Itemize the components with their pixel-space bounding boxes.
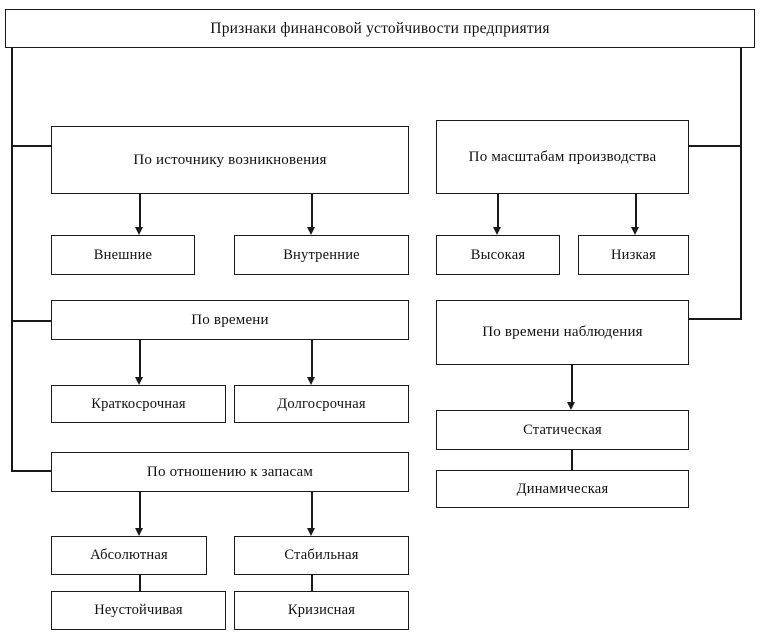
leaf-box-absolute: Абсолютная [51, 536, 207, 575]
connector-static-to-dynamic [571, 450, 573, 470]
root-title-label: Признаки финансовой устойчивости предпри… [210, 19, 550, 37]
leaf-label-unstable: Неустойчивая [94, 602, 183, 619]
right-spine-vertical [740, 48, 742, 319]
leaf-label-dynamic: Динамическая [516, 480, 609, 497]
category-label-time: По времени [191, 311, 269, 328]
left-spine-vertical [11, 48, 13, 471]
leaf-box-high: Высокая [436, 235, 560, 275]
category-box-source: По источнику возникновения [51, 126, 409, 194]
leaf-box-internal: Внутренние [234, 235, 409, 275]
leaf-label-external: Внешние [93, 246, 153, 263]
leaf-label-long-term: Долгосрочная [277, 395, 366, 412]
leaf-box-short-term: Краткосрочная [51, 385, 226, 423]
category-label-scale: По масштабам производства [468, 148, 657, 165]
leaf-box-long-term: Долгосрочная [234, 385, 409, 423]
leaf-label-low: Низкая [610, 246, 657, 263]
root-title-box: Признаки финансовой устойчивости предпри… [5, 9, 755, 48]
category-label-source: По источнику возникновения [133, 151, 327, 168]
leaf-box-crisis: Кризисная [234, 591, 409, 630]
leaf-box-stable: Стабильная [234, 536, 409, 575]
left-connector-stock [11, 470, 52, 472]
category-box-observation-time: По времени наблюдения [436, 300, 689, 365]
category-box-stock-relation: По отношению к запасам [51, 452, 409, 492]
left-connector-time [11, 320, 52, 322]
leaf-label-internal: Внутренние [283, 246, 360, 263]
leaf-box-dynamic: Динамическая [436, 470, 689, 508]
leaf-box-unstable: Неустойчивая [51, 591, 226, 630]
connector-stable-to-crisis [311, 575, 313, 591]
right-connector-scale [688, 145, 742, 147]
left-connector-source [11, 145, 52, 147]
category-box-time: По времени [51, 300, 409, 340]
connector-absolute-to-unstable [139, 575, 141, 591]
right-connector-observation [688, 318, 742, 320]
leaf-box-external: Внешние [51, 235, 195, 275]
category-label-stock-relation: По отношению к запасам [146, 463, 314, 480]
leaf-box-low: Низкая [578, 235, 689, 275]
leaf-label-high: Высокая [470, 246, 526, 263]
leaf-box-static: Статическая [436, 410, 689, 450]
leaf-label-absolute: Абсолютная [90, 547, 168, 564]
leaf-label-stable: Стабильная [284, 547, 359, 564]
category-box-scale: По масштабам производства [436, 120, 689, 194]
leaf-label-short-term: Краткосрочная [91, 395, 186, 412]
category-label-observation-time: По времени наблюдения [482, 324, 643, 341]
leaf-label-static: Статическая [523, 421, 602, 438]
leaf-label-crisis: Кризисная [287, 602, 356, 619]
